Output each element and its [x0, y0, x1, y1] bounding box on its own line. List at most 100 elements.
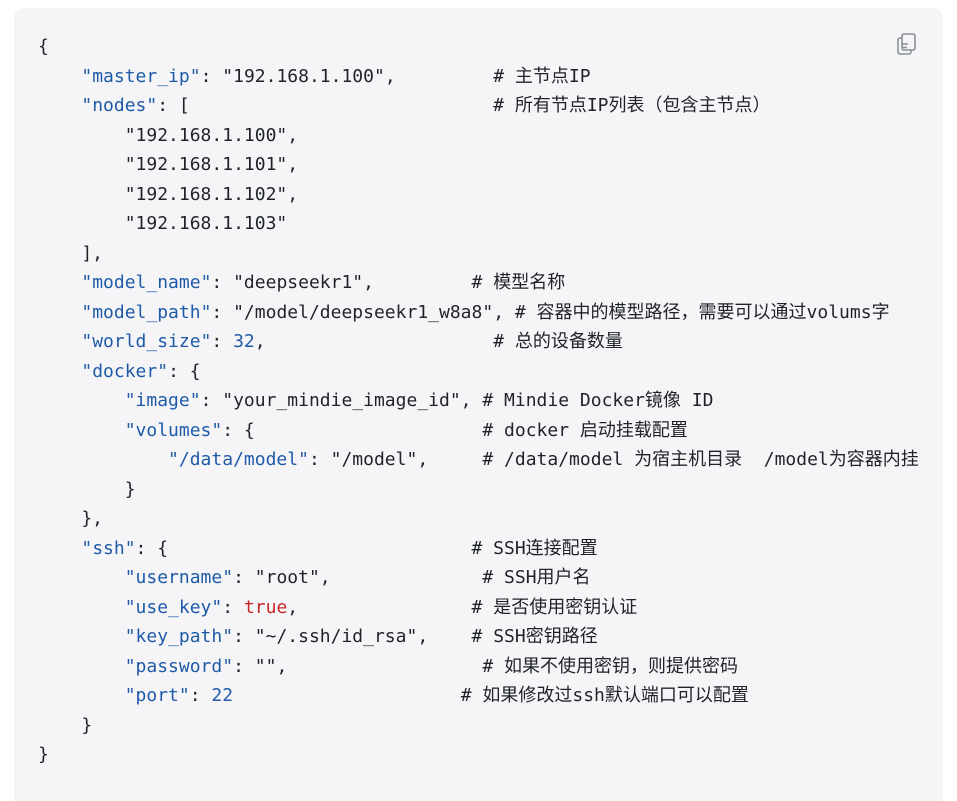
code-token [38, 656, 125, 677]
code-token: , [276, 655, 483, 677]
code-line: "image": "your_mindie_image_id", # Mindi… [38, 386, 919, 416]
code-line: "username": "root", # SSH用户名 [38, 563, 919, 593]
code-token [38, 272, 81, 293]
code-token [38, 213, 125, 234]
code-line: "ssh": { # SSH连接配置 [38, 534, 919, 564]
code-token: "192.168.1.103" [124, 213, 288, 234]
code-token: } [38, 744, 49, 765]
code-token: : [233, 655, 255, 677]
code-token: : [308, 449, 331, 470]
code-token: "master_ip" [81, 65, 201, 87]
code-token [38, 538, 81, 559]
code-token: "192.168.1.102" [124, 183, 288, 205]
code-token: : [189, 685, 212, 706]
code-token: : [211, 331, 234, 352]
code-token: } [38, 478, 136, 500]
code-token [38, 390, 125, 411]
code-token: "use_key" [124, 596, 223, 618]
code-token: : [233, 567, 255, 588]
code-content: { "master_ip": "192.168.1.100", # 主节点IP … [38, 32, 919, 770]
code-line: } [38, 740, 919, 770]
code-token: , [363, 272, 472, 293]
code-token: "/model" [330, 449, 418, 470]
code-token [38, 685, 125, 706]
code-token: , [417, 626, 472, 647]
code-line: "key_path": "~/.ssh/id_rsa", # SSH密钥路径 [38, 622, 919, 652]
code-line: "use_key": true, # 是否使用密钥认证 [38, 593, 919, 623]
code-token: "192.168.1.100" [124, 124, 288, 146]
code-line: "volumes": { # docker 启动挂载配置 [38, 416, 919, 446]
code-token [38, 302, 81, 323]
code-line: { [38, 32, 919, 62]
code-token: "/model/deepseekr1_w8a8" [233, 301, 494, 323]
code-line: "port": 22 # 如果修改过ssh默认端口可以配置 [38, 681, 919, 711]
code-line: "192.168.1.100", [38, 121, 919, 151]
code-token: : [211, 301, 234, 323]
code-token: , [417, 449, 483, 470]
code-token: # SSH连接配置 [471, 537, 598, 559]
code-line: "/data/model": "/model", # /data/model 为… [38, 445, 919, 475]
code-token: # 容器中的模型路径，需要可以通过volums字 [514, 301, 890, 323]
code-token: "nodes" [81, 95, 158, 116]
code-token: "~/.ssh/id_rsa" [254, 626, 418, 647]
code-token: # 主节点IP [493, 65, 591, 87]
code-token: ], [38, 242, 104, 264]
code-token: # 模型名称 [471, 272, 566, 293]
code-token: , [287, 124, 299, 146]
code-token [38, 626, 125, 647]
code-token: # /data/model 为宿主机目录 /model为容器内挂 [482, 449, 919, 470]
code-token: "key_path" [124, 626, 234, 647]
code-token: "ssh" [81, 537, 136, 559]
code-token: # Mindie Docker镜像 ID [482, 390, 714, 411]
code-token [38, 154, 125, 175]
code-token [38, 567, 125, 588]
code-token: , [384, 65, 494, 87]
code-token: "model_path" [81, 301, 212, 323]
code-line: "docker": { [38, 357, 919, 387]
code-token: , [493, 301, 515, 323]
code-token: "password" [124, 655, 234, 677]
code-token: # docker 启动挂载配置 [482, 419, 688, 441]
code-token [38, 361, 81, 382]
code-line: "192.168.1.102", [38, 180, 919, 210]
code-token [38, 184, 125, 205]
code-token: : [ [157, 95, 494, 116]
code-token: # SSH密钥路径 [471, 626, 598, 647]
copy-button[interactable] [893, 30, 921, 58]
code-token [38, 420, 125, 441]
code-token: "port" [124, 685, 190, 706]
code-token: "deepseekr1" [233, 272, 364, 293]
code-token: : [211, 272, 234, 293]
code-token: # 所有节点IP列表（包含主节点） [493, 95, 771, 116]
code-token: , [319, 567, 483, 588]
code-token: "192.168.1.101" [124, 154, 288, 175]
code-token: : [200, 65, 223, 87]
code-token [38, 125, 125, 146]
code-token: "your_mindie_image_id" [222, 390, 461, 411]
code-line: } [38, 475, 919, 505]
code-token: : { [168, 360, 201, 382]
code-token: : [200, 390, 223, 411]
copy-icon [897, 33, 916, 55]
code-line: "nodes": [ # 所有节点IP列表（包含主节点） [38, 91, 919, 121]
code-token: # SSH用户名 [482, 567, 591, 588]
code-token: : [233, 626, 255, 647]
code-token: 32 [233, 331, 255, 352]
code-token: : { [222, 419, 483, 441]
code-token: } [38, 714, 93, 736]
code-line: ], [38, 239, 919, 269]
code-token: , [460, 390, 483, 411]
code-token [38, 66, 81, 87]
code-token: "192.168.1.100" [222, 65, 385, 87]
code-token: : [222, 596, 244, 618]
code-token [233, 685, 461, 706]
code-line: "model_name": "deepseekr1", # 模型名称 [38, 268, 919, 298]
code-token: "" [254, 655, 277, 677]
code-token [38, 331, 81, 352]
code-token: "docker" [81, 360, 169, 382]
code-token: { [38, 36, 49, 57]
code-token: , [287, 596, 472, 618]
code-token: "/data/model" [168, 449, 309, 470]
code-line: "world_size": 32, # 总的设备数量 [38, 327, 919, 357]
code-token [38, 597, 125, 618]
